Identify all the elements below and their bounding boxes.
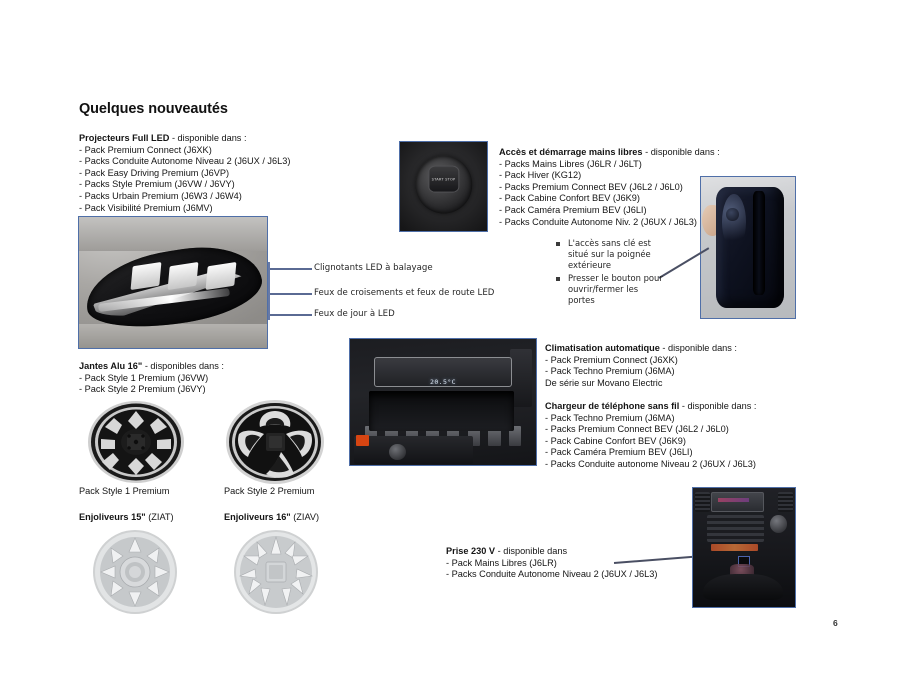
bullet-item: Presser le bouton pour ouvrir/fermer les… — [556, 273, 706, 307]
caption-pack-style2: Pack Style 2 Premium — [224, 486, 315, 496]
list-item: - Packs Premium Connect BEV (J6L2 / J6L0… — [499, 181, 683, 192]
console-socket-photo — [692, 487, 796, 608]
headlight-photo — [78, 216, 268, 349]
jantes-block: Jantes Alu 16" - disponibles dans : - Pa… — [79, 361, 224, 396]
page-title: Quelques nouveautés — [79, 101, 228, 117]
callout-feux-croisement: Feux de croisements et feux de route LED — [314, 288, 495, 298]
enjoliveur16-bold: Enjoliveurs 16" — [224, 512, 291, 522]
list-item: - Pack Mains Libres (J6LR) — [446, 557, 557, 568]
chargeur-heading: Chargeur de téléphone sans fil — [545, 401, 680, 411]
list-item: - Packs Premium Connect BEV (J6L2 / J6L0… — [545, 424, 729, 435]
door-handle-photo — [700, 176, 796, 319]
leader-line — [268, 314, 312, 316]
list-item: - Packs Mains Libres (J6LR / J6LT) — [499, 158, 642, 169]
climatisation-subheading: - disponible dans : — [662, 343, 737, 353]
enjoliveur15-bold: Enjoliveurs 15" — [79, 512, 146, 522]
list-item: - Pack Hiver (KG12) — [499, 170, 582, 181]
leader-line — [268, 268, 312, 270]
list-item: - Pack Visibilité Premium (J6MV) — [79, 202, 213, 213]
list-item: - Pack Premium Connect (J6XK) — [545, 354, 678, 365]
list-item: - Pack Cabine Confort BEV (J6K9) — [499, 193, 640, 204]
enjoliveur15-heading-row: Enjoliveurs 15" (ZIAT) — [79, 512, 174, 522]
page-number: 6 — [833, 618, 838, 628]
acces-bullet-list: L'accès sans clé est situé sur la poigné… — [556, 238, 706, 307]
leader-line — [268, 293, 312, 295]
climate-control-photo: 20.5°C — [349, 338, 537, 466]
list-item: - Pack Techno Premium (J6MA) — [545, 366, 675, 377]
list-item: - Packs Conduite Autonome Niv. 2 (J6UX /… — [499, 216, 697, 227]
hubcap-16-image — [230, 528, 322, 616]
list-item: - Pack Cabine Confort BEV (J6K9) — [545, 435, 686, 446]
start-stop-label: START STOP — [431, 177, 456, 182]
start-button-photo: START STOP — [399, 141, 488, 232]
list-item: - Packs Style Premium (J6VW / J6VY) — [79, 179, 235, 190]
list-item: - Packs Conduite Autonome Niveau 2 (J6UX… — [79, 156, 291, 167]
list-item: - Packs Conduite Autonome Niveau 2 (J6UX… — [446, 569, 658, 580]
callout-feux-jour: Feux de jour à LED — [314, 309, 395, 319]
chargeur-subheading: - disponible dans : — [681, 401, 757, 411]
prise-subheading: - disponible dans — [497, 546, 568, 556]
list-item: - Pack Premium Connect (J6XK) — [79, 144, 212, 155]
enjoliveur16-code: (ZIAV) — [293, 512, 320, 522]
list-item: - Packs Urbain Premium (J6W3 / J6W4) — [79, 190, 242, 201]
list-item: - Pack Easy Driving Premium (J6VP) — [79, 167, 230, 178]
acces-block: Accès et démarrage mains libres - dispon… — [499, 147, 720, 228]
projecteurs-heading: Projecteurs Full LED — [79, 133, 170, 143]
climatisation-block: Climatisation automatique - disponible d… — [545, 343, 737, 389]
climatisation-heading: Climatisation automatique — [545, 343, 660, 353]
list-item: - Pack Style 1 Premium (J6VW) — [79, 372, 209, 383]
list-item: - Pack Techno Premium (J6MA) — [545, 412, 675, 423]
caption-pack-style1: Pack Style 1 Premium — [79, 486, 170, 496]
prise-heading: Prise 230 V — [446, 546, 496, 556]
list-item: - Pack Style 2 Premium (J6VY) — [79, 384, 206, 395]
list-item: De série sur Movano Electric — [545, 377, 663, 388]
list-item: - Packs Conduite autonome Niveau 2 (J6UX… — [545, 458, 756, 469]
list-item: - Pack Caméra Premium BEV (J6LI) — [545, 447, 693, 458]
chargeur-block: Chargeur de téléphone sans fil - disponi… — [545, 401, 756, 471]
enjoliveur16-heading-row: Enjoliveurs 16" (ZIAV) — [224, 512, 319, 522]
jantes-subheading: - disponibles dans : — [144, 361, 224, 371]
prise-block: Prise 230 V - disponible dans - Pack Mai… — [446, 546, 657, 581]
jantes-heading: Jantes Alu 16" — [79, 361, 143, 371]
alloy-wheel-style2-image — [222, 398, 328, 486]
acces-subheading: - disponible dans : — [645, 147, 720, 157]
leader-line — [268, 262, 270, 320]
projecteurs-subheading: - disponible dans : — [171, 133, 247, 143]
callout-clignotants: Clignotants LED à balayage — [314, 263, 433, 273]
bullet-item: L'accès sans clé est situé sur la poigné… — [556, 238, 706, 272]
list-item: - Pack Caméra Premium BEV (J6LI) — [499, 204, 647, 215]
hubcap-15-image — [89, 528, 181, 616]
acces-heading: Accès et démarrage mains libres — [499, 147, 643, 157]
projecteurs-block: Projecteurs Full LED - disponible dans :… — [79, 133, 290, 214]
climate-temperature-display: 20.5°C — [430, 377, 456, 386]
enjoliveur15-code: (ZIAT) — [148, 512, 174, 522]
alloy-wheel-style1-image — [83, 399, 189, 485]
